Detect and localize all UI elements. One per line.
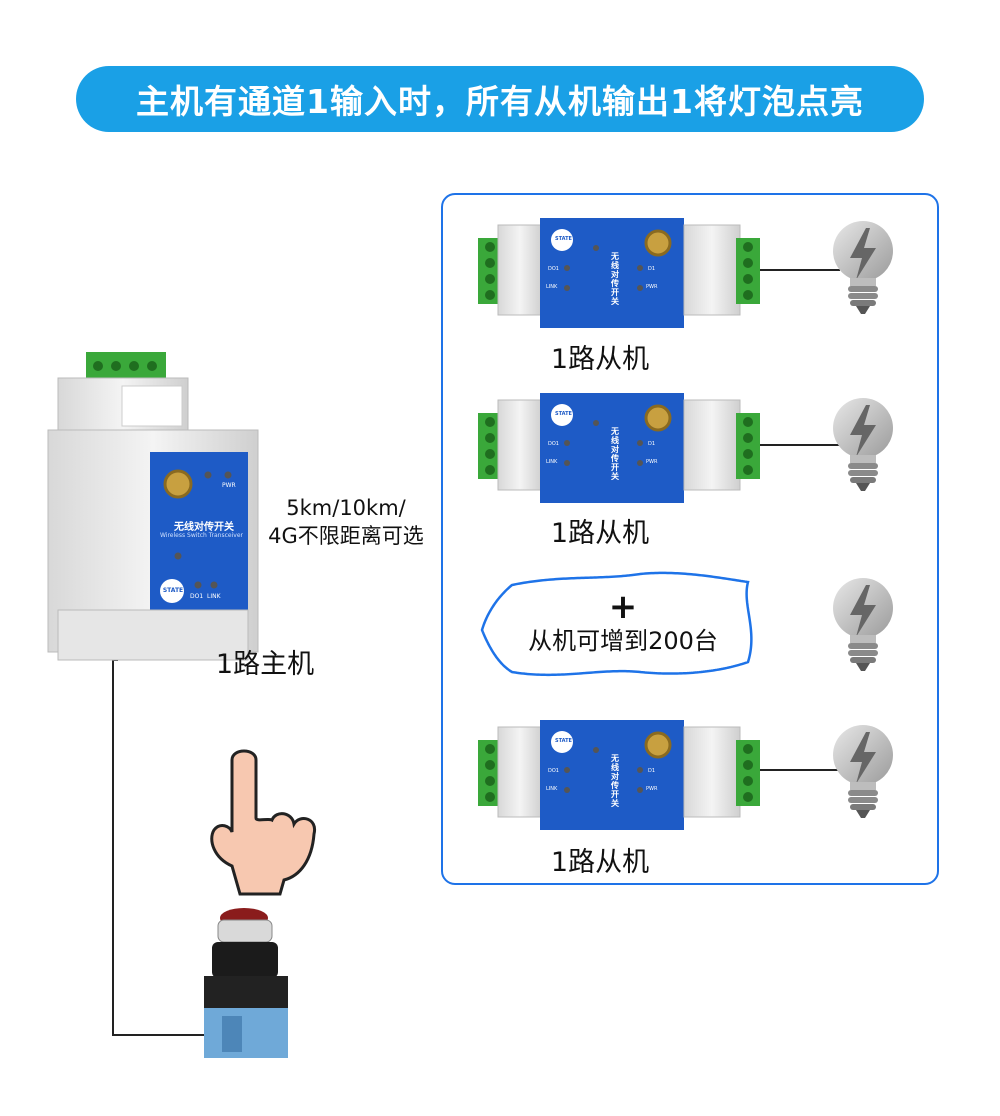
master-state-button: STATE — [162, 587, 184, 594]
light-bulb-icon-1 — [833, 221, 893, 314]
distance-line-2: 4G不限距离可选 — [268, 524, 424, 548]
slave-1-state: STATE — [555, 236, 572, 242]
expand-placeholder-frame — [480, 571, 753, 677]
slave-2-led-do1: DO1 — [548, 441, 559, 447]
master-panel-subtitle: Wireless Switch Transceiver — [160, 532, 243, 539]
master-led-link: LINK — [207, 593, 221, 600]
slave-label-2: 1路从机 — [550, 518, 650, 549]
slave-3-led-d1: D1 — [648, 768, 656, 774]
slave-3-led-pwr: PWR — [646, 786, 658, 792]
distance-line-1: 5km/10km/ — [286, 496, 406, 520]
slave-1-led-link: LINK — [546, 284, 558, 290]
light-bulb-icon-2 — [833, 398, 893, 491]
plus-icon: + — [608, 587, 638, 627]
expand-placeholder: + 从机可增到200台 — [478, 590, 768, 658]
master-module — [47, 352, 259, 661]
slave-2-led-link: LINK — [546, 459, 558, 465]
slave-3-state: STATE — [555, 738, 572, 744]
slave-2-title: 无线对传开关 — [611, 427, 619, 481]
slave-group-panel — [441, 193, 939, 885]
slave-module-2 — [478, 393, 760, 503]
slave-1-led-pwr: PWR — [646, 284, 658, 290]
light-bulb-icon-4 — [833, 725, 893, 818]
slave-module-1 — [478, 218, 760, 328]
master-panel-title: 无线对传开关 — [174, 522, 234, 533]
slave-2-state: STATE — [555, 411, 572, 417]
master-led-pwr: PWR — [222, 482, 236, 489]
distance-note: 5km/10km/ 4G不限距离可选 — [256, 494, 436, 550]
pointing-hand-icon — [210, 749, 317, 896]
slave-label-3: 1路从机 — [550, 847, 650, 878]
slave-1-led-do1: DO1 — [548, 266, 559, 272]
slave-label-1: 1路从机 — [550, 344, 650, 375]
slave-module-3 — [478, 720, 760, 830]
slave-1-led-d1: D1 — [648, 266, 656, 272]
slave-1-title: 无线对传开关 — [611, 252, 619, 306]
banner-title: 主机有通道1输入时，所有从机输出1将灯泡点亮 — [136, 82, 864, 121]
title-banner: 主机有通道1输入时，所有从机输出1将灯泡点亮 — [76, 66, 924, 132]
light-bulb-icon-3 — [833, 578, 893, 671]
expand-caption: 从机可增到200台 — [528, 627, 718, 655]
master-label: 1路主机 — [215, 649, 315, 680]
slave-2-led-d1: D1 — [648, 441, 656, 447]
slave-3-title: 无线对传开关 — [611, 754, 619, 808]
slave-3-led-do1: DO1 — [548, 768, 559, 774]
slave-2-led-pwr: PWR — [646, 459, 658, 465]
push-button — [204, 908, 288, 1058]
slave-3-led-link: LINK — [546, 786, 558, 792]
master-led-do1: DO1 — [190, 593, 204, 600]
